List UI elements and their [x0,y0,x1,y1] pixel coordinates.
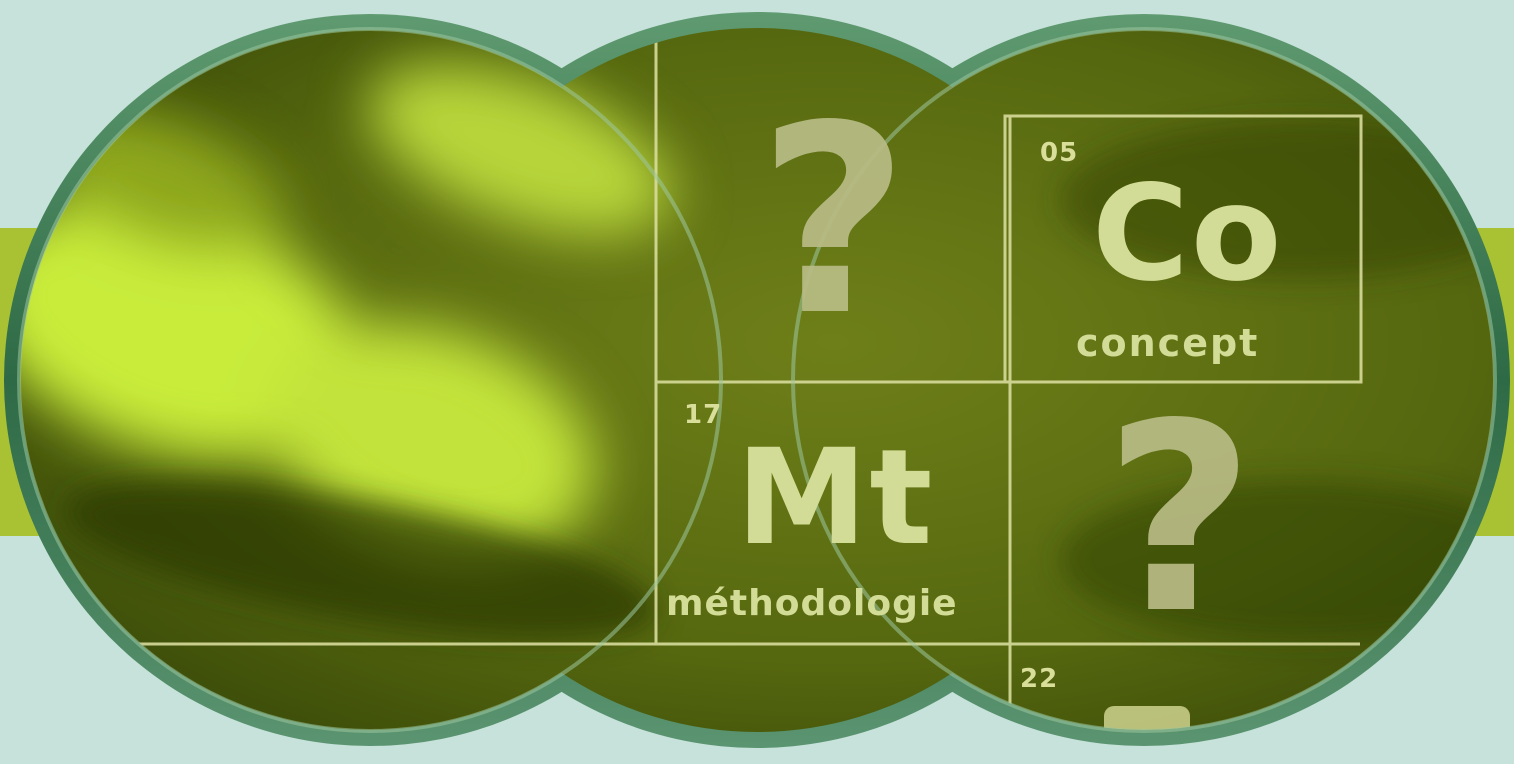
element-grid [100,28,1363,732]
partial-symbol [1104,706,1190,732]
